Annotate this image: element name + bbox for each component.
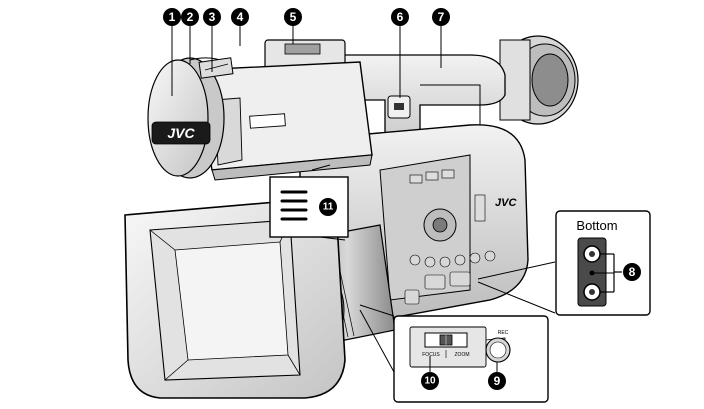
switch-label-zoom: ZOOM	[455, 352, 470, 358]
svg-text:4: 4	[237, 10, 244, 24]
rec-label: REC	[498, 330, 509, 336]
svg-text:8: 8	[629, 265, 636, 279]
callout-2: 2	[181, 8, 199, 26]
leader-lines	[171, 26, 614, 372]
callout-1: 1	[163, 8, 181, 26]
callout-10: 10	[421, 372, 439, 390]
callout-11: 11	[319, 198, 337, 216]
body-brand-logo: JVC	[495, 197, 517, 209]
callout-5: 5	[284, 8, 302, 26]
callout-9: 9	[488, 372, 506, 390]
front-microphone: JVC	[147, 57, 234, 179]
svg-text:9: 9	[494, 374, 501, 388]
lens-hood	[124, 199, 346, 399]
callout-8: 8	[623, 263, 641, 281]
svg-text:2: 2	[187, 10, 194, 24]
svg-text:5: 5	[290, 10, 297, 24]
bottom-inset: Bottom	[477, 210, 651, 316]
switch-label-focus: FOCUS	[422, 352, 440, 358]
callout-4: 4	[231, 8, 249, 26]
svg-text:7: 7	[438, 10, 445, 24]
svg-text:10: 10	[424, 376, 436, 387]
callout-6: 6	[391, 8, 409, 26]
lcd-monitor	[194, 61, 373, 181]
eyecup	[497, 35, 579, 125]
svg-text:11: 11	[323, 202, 334, 213]
bottom-inset-title: Bottom	[576, 218, 617, 233]
svg-text:3: 3	[209, 10, 216, 24]
vent-slots	[280, 190, 308, 221]
callout-7: 7	[432, 8, 450, 26]
svg-text:6: 6	[397, 10, 404, 24]
carry-handle	[264, 39, 506, 176]
svg-text:1: 1	[169, 10, 176, 24]
callout-3: 3	[203, 8, 221, 26]
mic-brand-logo: JVC	[167, 125, 195, 141]
